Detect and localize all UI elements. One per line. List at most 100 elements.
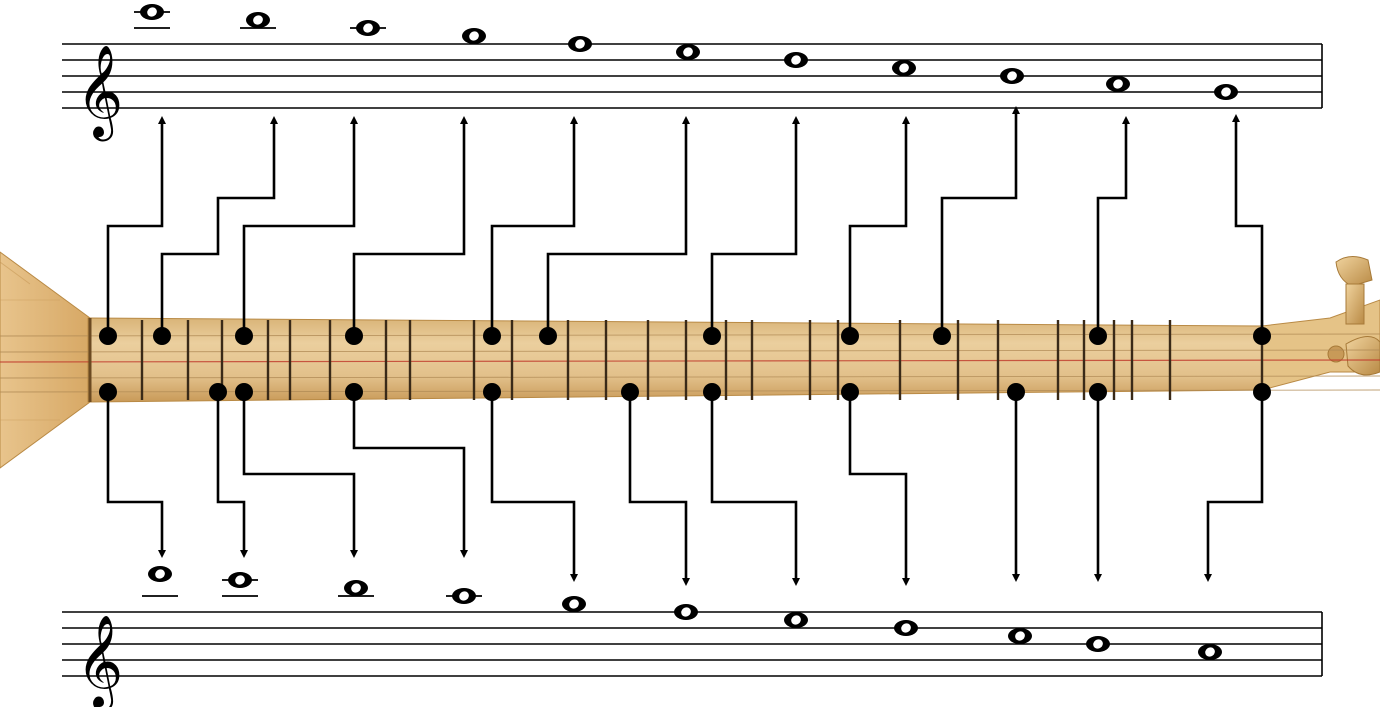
note-hole <box>235 575 245 585</box>
note-hole <box>1015 631 1025 641</box>
strings <box>0 333 1380 393</box>
note-hole <box>681 607 691 617</box>
whole-note <box>1214 84 1238 100</box>
connector-arrow <box>106 392 166 558</box>
position-dot <box>841 383 859 401</box>
connector-arrow <box>710 116 800 336</box>
note-hole <box>469 31 479 41</box>
connector-arrow <box>160 116 278 336</box>
whole-note <box>892 60 916 76</box>
whole-note <box>562 596 586 612</box>
connector-arrow <box>1204 392 1264 582</box>
note-hole <box>459 591 469 601</box>
notes-top <box>134 4 1238 100</box>
whole-note <box>142 566 178 597</box>
note-hole <box>899 63 909 73</box>
connector-arrow <box>848 392 910 586</box>
connector-arrow <box>106 116 166 336</box>
connector-arrow <box>352 392 468 558</box>
connector-arrow <box>490 392 578 582</box>
note-hole <box>363 23 373 33</box>
note-hole <box>1007 71 1017 81</box>
connector-arrow <box>490 116 578 336</box>
position-dot <box>235 383 253 401</box>
whole-note <box>222 572 258 597</box>
position-dot <box>841 327 859 345</box>
whole-note <box>1008 628 1032 644</box>
connector-arrow <box>1232 114 1264 336</box>
position-dot <box>209 383 227 401</box>
position-dot <box>1253 383 1271 401</box>
connector-arrow <box>216 392 248 558</box>
connector-arrow <box>546 116 690 336</box>
whole-note <box>674 604 698 620</box>
position-dot <box>933 327 951 345</box>
whole-note <box>240 12 276 29</box>
whole-note <box>462 28 486 44</box>
position-dot <box>1089 327 1107 345</box>
whole-note <box>784 612 808 628</box>
whole-note <box>1000 68 1024 84</box>
position-dot <box>483 383 501 401</box>
string-line <box>0 359 1380 363</box>
staff-bottom: 𝄞 <box>62 611 1323 707</box>
whole-note <box>1086 636 1110 652</box>
position-dot <box>1253 327 1271 345</box>
connector-arrow <box>940 106 1020 336</box>
note-hole <box>155 569 165 579</box>
position-dot <box>345 383 363 401</box>
note-hole <box>569 599 579 609</box>
note-hole <box>253 15 263 25</box>
position-dot <box>345 327 363 345</box>
note-hole <box>351 583 361 593</box>
note-hole <box>1093 639 1103 649</box>
whole-note <box>446 588 482 604</box>
position-dot <box>483 327 501 345</box>
position-dot <box>703 327 721 345</box>
note-hole <box>901 623 911 633</box>
note-hole <box>1221 87 1231 97</box>
position-dot <box>99 383 117 401</box>
position-dot <box>1089 383 1107 401</box>
note-hole <box>791 55 801 65</box>
note-hole <box>147 7 157 17</box>
whole-note <box>134 4 170 29</box>
connector-arrows <box>106 106 1264 586</box>
whole-note <box>676 44 700 60</box>
finger-position-markers <box>99 327 1271 401</box>
notes-bottom <box>142 566 1222 660</box>
instrument-body <box>0 251 91 469</box>
note-hole <box>575 39 585 49</box>
string-line <box>0 389 1380 393</box>
frets <box>88 318 1264 402</box>
string-line <box>0 349 1380 353</box>
instrument-neck <box>87 256 1380 403</box>
tuning-peg-icon <box>1327 256 1380 376</box>
note-hole <box>1113 79 1123 89</box>
note-hole <box>791 615 801 625</box>
string-line <box>0 375 1380 379</box>
note-hole <box>683 47 693 57</box>
staff-top: 𝄞 <box>62 43 1323 141</box>
position-dot <box>99 327 117 345</box>
connector-arrow <box>1096 116 1130 336</box>
position-dot <box>153 327 171 345</box>
connector-arrow <box>628 392 690 586</box>
connector-arrow <box>710 392 800 586</box>
whole-note <box>784 52 808 68</box>
position-dot <box>621 383 639 401</box>
connector-arrow <box>848 116 910 336</box>
connector-arrow <box>242 392 358 558</box>
string-line <box>0 333 1380 337</box>
connector-arrow <box>242 116 358 336</box>
position-dot <box>235 327 253 345</box>
position-dot <box>703 383 721 401</box>
position-dot <box>1007 383 1025 401</box>
whole-note <box>350 20 386 36</box>
connector-arrow <box>352 116 468 336</box>
whole-note <box>1198 644 1222 660</box>
whole-note <box>568 36 592 52</box>
position-dot <box>539 327 557 345</box>
